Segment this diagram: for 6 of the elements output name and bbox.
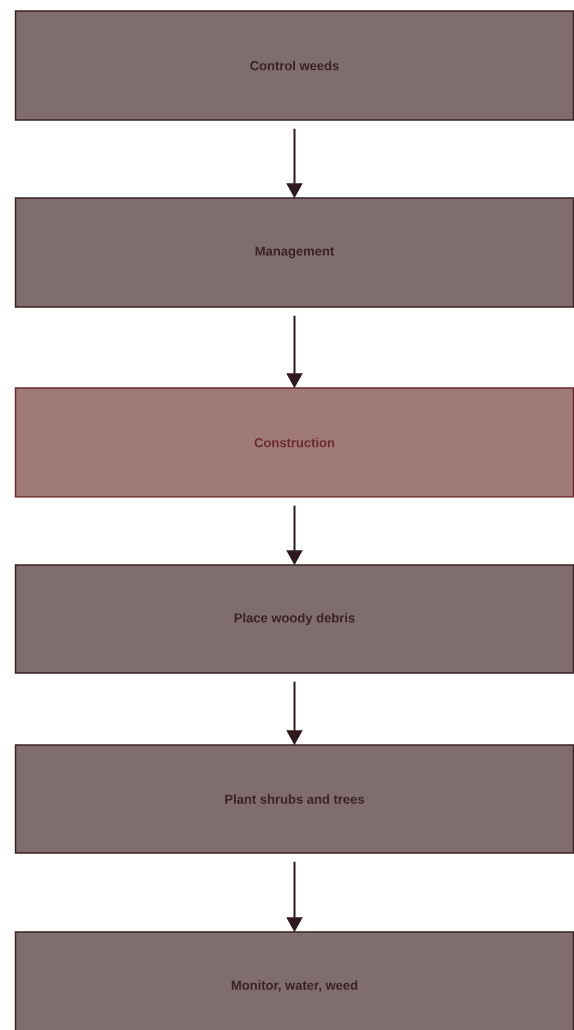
process-box: Place woody debris xyxy=(14,564,574,674)
process-box: Management xyxy=(14,197,574,308)
process-box: Control weeds xyxy=(14,10,574,121)
process-box: Monitor, water, weed xyxy=(14,931,574,1030)
process-box: Construction xyxy=(14,387,574,498)
process-box: Plant shrubs and trees xyxy=(14,744,574,854)
